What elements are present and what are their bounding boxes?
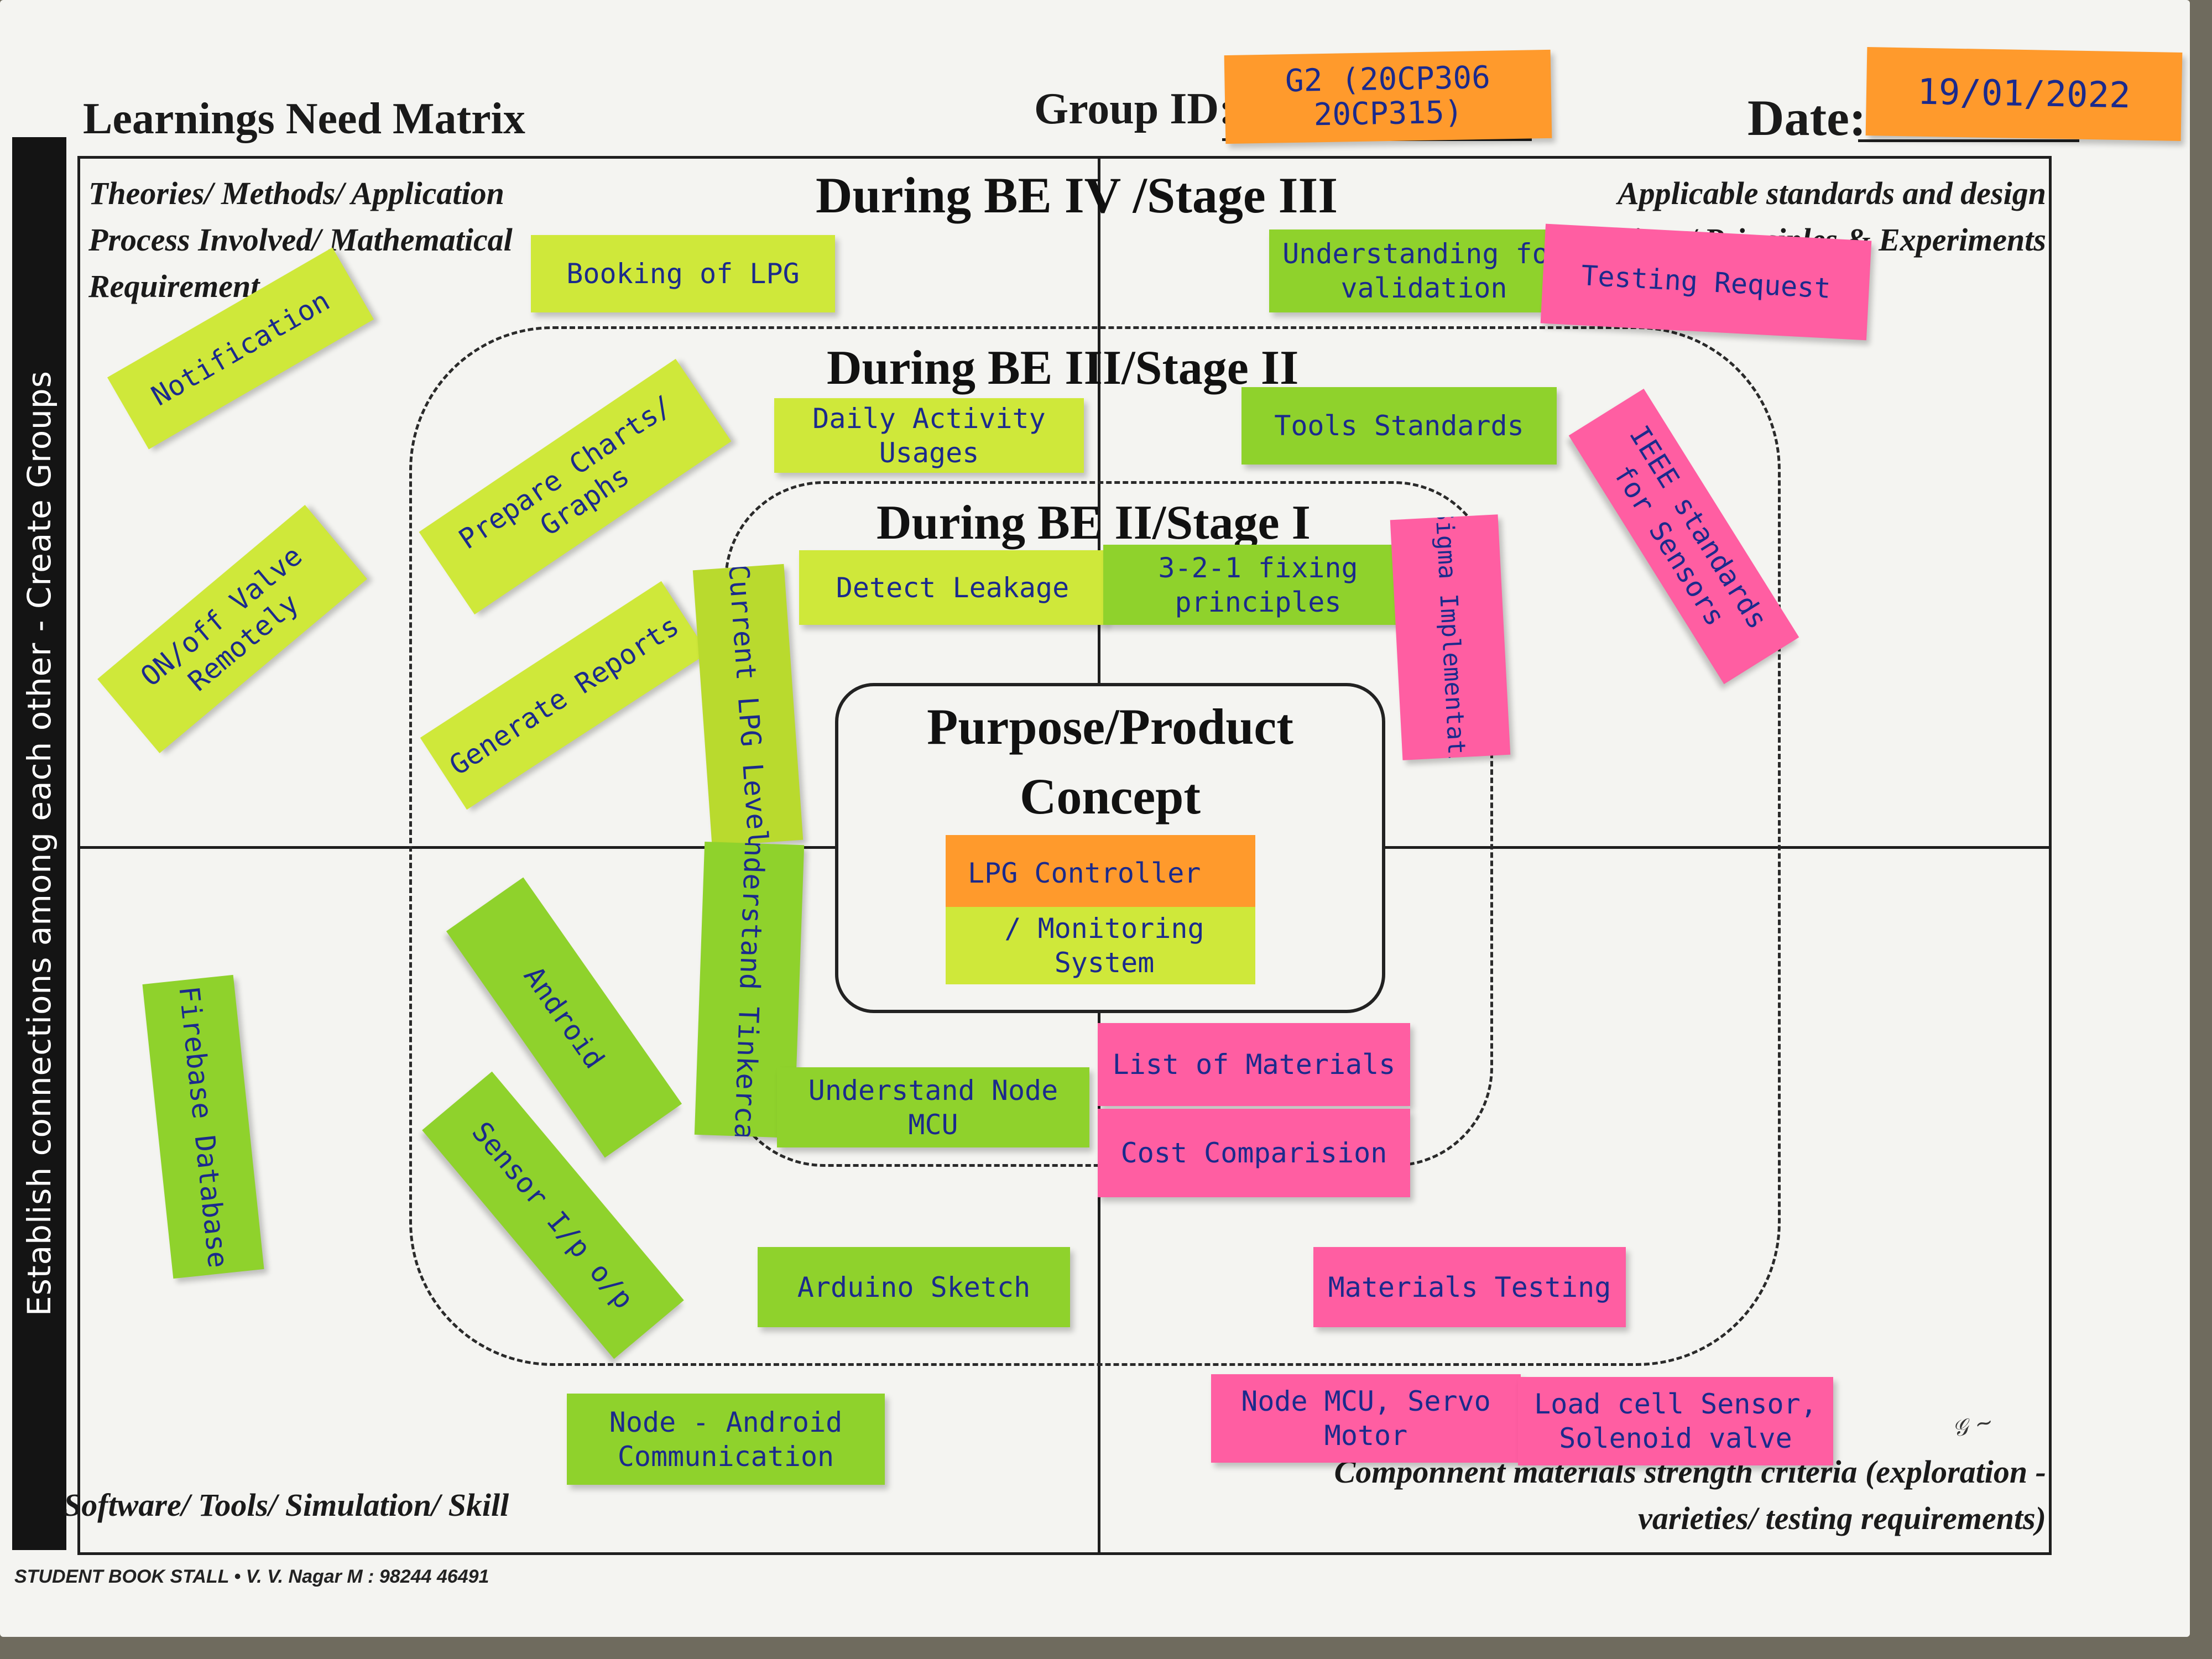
note-six-sigma-text: 6 Sigma Implementation bbox=[1428, 514, 1473, 760]
note-cost-comparison: Cost Comparision bbox=[1098, 1109, 1410, 1197]
note-list-materials: List of Materials bbox=[1098, 1023, 1410, 1106]
note-understand-tinkercad-text: Understand Tinkercad bbox=[727, 842, 771, 1138]
stage-ii-boundary bbox=[409, 326, 1781, 1366]
stage-i-title: During BE II/Stage I bbox=[877, 496, 1311, 550]
note-booking-lpg: Booking of LPG bbox=[531, 235, 835, 312]
note-lpg-controller: LPG Controller bbox=[946, 835, 1255, 911]
group-id-value: G2 (20CP306 20CP315) bbox=[1224, 49, 1552, 144]
note-arduino-sketch: Arduino Sketch bbox=[758, 1247, 1070, 1327]
quadrant-top-left-label: Theories/ Methods/ Application Process I… bbox=[88, 175, 513, 304]
date-label: Date: bbox=[1747, 90, 1866, 146]
note-understanding-validation: Understanding for validation bbox=[1269, 229, 1579, 312]
note-current-lpg-level-text: Current LPG Level bbox=[722, 564, 774, 847]
sidebar-strip bbox=[12, 137, 66, 1550]
note-tools-standards: Tools Standards bbox=[1241, 387, 1557, 465]
sidebar-caption: Establish connections among each other -… bbox=[20, 371, 58, 1316]
matrix-title: Learnings Need Matrix bbox=[83, 95, 525, 143]
note-daily-activity: Daily Activity Usages bbox=[774, 398, 1084, 473]
date-value: 19/01/2022 bbox=[1865, 47, 2183, 141]
group-id-label: Group ID: bbox=[1034, 85, 1234, 133]
quadrant-bottom-left-label: Software/ Tools/ Simulation/ Skill bbox=[64, 1487, 509, 1523]
stage-ii-title: During BE III/Stage II bbox=[827, 341, 1299, 395]
stage-iii-title: During BE IV /Stage III bbox=[816, 167, 1338, 223]
note-fixing-principles: 3-2-1 fixing principles bbox=[1103, 545, 1413, 625]
note-testing-request: Testing Request bbox=[1540, 223, 1872, 341]
note-nodemcu-servo: Node MCU, Servo Motor bbox=[1211, 1374, 1521, 1463]
footer-printer-info: STUDENT BOOK STALL • V. V. Nagar M : 982… bbox=[14, 1566, 489, 1587]
note-monitoring-system: / Monitoring System bbox=[946, 907, 1255, 984]
note-six-sigma: 6 Sigma Implementation bbox=[1390, 514, 1511, 760]
note-node-android: Node - Android Communication bbox=[567, 1394, 885, 1485]
date-underline bbox=[1858, 139, 2079, 142]
note-loadcell-solenoid: Load cell Sensor, Solenoid valve bbox=[1518, 1377, 1833, 1465]
note-current-lpg-level: Current LPG Level bbox=[692, 564, 804, 847]
note-detect-leakage: Detect Leakage bbox=[799, 550, 1106, 625]
note-understand-nodemcu: Understand Node MCU bbox=[777, 1067, 1089, 1147]
note-firebase-database-text: Firebase Database bbox=[172, 984, 234, 1270]
note-materials-testing: Materials Testing bbox=[1313, 1247, 1626, 1327]
product-concept-title: Purpose/Product Concept bbox=[927, 698, 1293, 825]
matrix-frame bbox=[77, 156, 2052, 1555]
